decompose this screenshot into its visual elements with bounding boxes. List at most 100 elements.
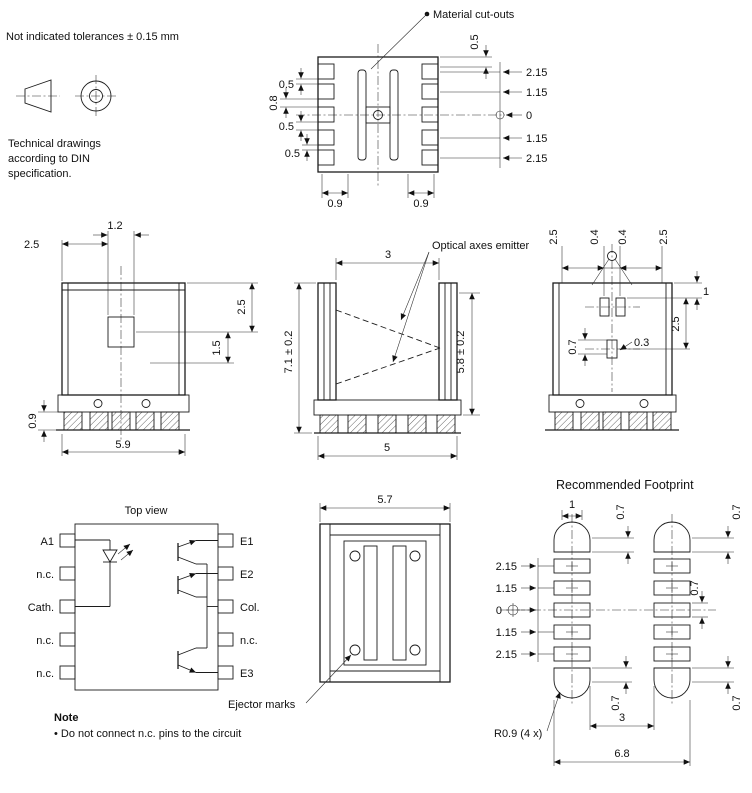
pin-label: E1 <box>240 536 253 548</box>
package-body <box>319 523 451 683</box>
pin-label: n.c. <box>36 635 54 647</box>
dim-label: 3 <box>619 712 625 724</box>
dim-label: 6.8 <box>614 748 629 760</box>
dim-label: 1.5 <box>211 340 223 355</box>
dims-bottom: 3 6.8 R0.9 (4 x) <box>494 686 691 766</box>
ejector-mark <box>409 550 421 562</box>
view-side: Optical axes emitter 3 7.1 ± 0.2 5.8 ± 0… <box>283 240 530 460</box>
dim-label: 0.5 <box>285 148 300 160</box>
dim-label: 2.5 <box>670 316 682 331</box>
dim-label: 0.3 <box>634 337 649 349</box>
ejector-marks-label: Ejector marks <box>228 699 296 711</box>
dim-label: 1.15 <box>496 583 517 595</box>
phototransistor-symbols <box>177 540 218 673</box>
dim-label: 0.4 <box>617 229 629 244</box>
dims: 2.5 0.4 0.4 2.5 1 2.5 0.7 0.3 <box>548 229 709 366</box>
dim-label: 1 <box>569 499 575 511</box>
emitter-window <box>107 316 135 348</box>
dim-label: 2.15 <box>496 649 517 661</box>
dim-label: 1.15 <box>496 627 517 639</box>
dim-right: 2.15 1.15 0 1.15 2.15 0.5 <box>440 34 547 168</box>
dim-label: 0.9 <box>27 413 39 428</box>
dims: 3 7.1 ± 0.2 5.8 ± 0.2 5 <box>283 249 480 460</box>
dims: 1.2 2.5 2.5 1.5 0.9 5.9 <box>24 220 258 456</box>
dim-label: 0.7 <box>610 695 622 710</box>
view-top-package: Material cut-outs 2.15 1.15 0 1.15 2.15 … <box>268 9 547 210</box>
optical-axes-label: Optical axes emitter <box>432 240 530 252</box>
dim-label: 7.1 ± 0.2 <box>283 331 295 374</box>
material-cutouts-label: Material cut-outs <box>433 9 515 21</box>
package-outline <box>74 523 219 691</box>
dim-label: 2.5 <box>236 299 248 314</box>
package-body <box>552 282 673 396</box>
pin-label: Col. <box>240 602 260 614</box>
note-body: • Do not connect n.c. pins to the circui… <box>54 728 241 740</box>
dim-label: 2.5 <box>24 239 39 251</box>
dim-label: 0.7 <box>615 504 627 519</box>
dim-label: 0.5 <box>279 79 294 91</box>
dim-label: 0 <box>526 110 532 122</box>
dim-label: 1.15 <box>526 133 547 145</box>
view-front: 1.2 2.5 2.5 1.5 0.9 5.9 <box>24 220 258 456</box>
dim-label: 0.7 <box>731 504 743 519</box>
drawing-notes: Not indicated tolerances ± 0.15 mm Techn… <box>6 31 179 180</box>
view-pin-diagram: Top view A1 n.c. Cath. n.c. n.c. E1 E2 C… <box>28 505 260 691</box>
dim-label: 0 <box>496 605 502 617</box>
ejector-mark <box>349 644 361 656</box>
din-note-line1: Technical drawings <box>8 138 101 150</box>
optical-axis-lower <box>335 347 441 385</box>
dim-label: 0.4 <box>589 229 601 244</box>
dim-label: 1.2 <box>107 220 122 232</box>
view-rear: 2.5 0.4 0.4 2.5 1 2.5 0.7 0.3 <box>545 229 709 431</box>
pin-label: A1 <box>41 536 54 548</box>
dim-label: 0.7 <box>567 339 579 354</box>
dims-pads: 1 0.7 0.7 0.7 0.7 0.7 <box>561 499 743 711</box>
dim-label: 0.8 <box>268 95 280 110</box>
optical-axis-upper <box>335 309 441 349</box>
note-title: Note <box>54 712 78 724</box>
dim-label: 5.8 ± 0.2 <box>455 331 467 374</box>
dim-label: 5.9 <box>115 439 130 451</box>
dim-label: 1.15 <box>526 87 547 99</box>
dim-label: 0.7 <box>731 695 743 710</box>
dim-left: 0.5 0.8 0.5 0.5 <box>268 68 318 161</box>
material-cutout-shape <box>357 69 399 161</box>
ejector-mark <box>349 550 361 562</box>
dim-label: 3 <box>385 249 391 261</box>
package-body <box>61 282 186 396</box>
dim-label: 5 <box>384 442 390 454</box>
pin-label: n.c. <box>240 635 258 647</box>
dims-left: 2.15 1.15 0 1.15 2.15 <box>496 558 554 662</box>
dim-label: 2.15 <box>526 67 547 79</box>
dim-label: 2.15 <box>496 561 517 573</box>
dim-label: 0.9 <box>327 198 342 210</box>
pin-label: E2 <box>240 569 253 581</box>
pin-label: E3 <box>240 668 253 680</box>
dim-label: 2.15 <box>526 153 547 165</box>
din-note-line2: according to DIN <box>8 153 90 165</box>
dim-label: 0.5 <box>469 34 481 49</box>
ejector-mark <box>409 644 421 656</box>
optical-axis-marker <box>607 251 617 261</box>
radius-note-label: R0.9 (4 x) <box>494 728 542 740</box>
pad-crosses <box>566 561 678 659</box>
dim-label: 1 <box>703 286 709 298</box>
pin-label: n.c. <box>36 668 54 680</box>
dim-label: 0.7 <box>689 580 701 595</box>
projection-symbol-icon <box>16 75 117 117</box>
pin-label: n.c. <box>36 569 54 581</box>
dim-label: 0.5 <box>279 121 294 133</box>
tolerance-note: Not indicated tolerances ± 0.15 mm <box>6 31 179 43</box>
pin-label: Cath. <box>28 602 54 614</box>
din-note-line3: specification. <box>8 168 72 180</box>
dim-bottom: 0.9 0.9 <box>321 174 435 210</box>
dim-label: 5.7 <box>377 494 392 506</box>
dim-label: 2.5 <box>658 229 670 244</box>
view-footprint: Recommended Footprint 2.15 1.15 0 <box>494 478 743 766</box>
dim-label: 2.5 <box>548 229 560 244</box>
top-view-label: Top view <box>125 505 168 517</box>
dim-label: 0.9 <box>413 198 428 210</box>
note-block: Note • Do not connect n.c. pins to the c… <box>54 712 241 740</box>
view-bottom: 5.7 Ejector marks <box>228 494 451 711</box>
